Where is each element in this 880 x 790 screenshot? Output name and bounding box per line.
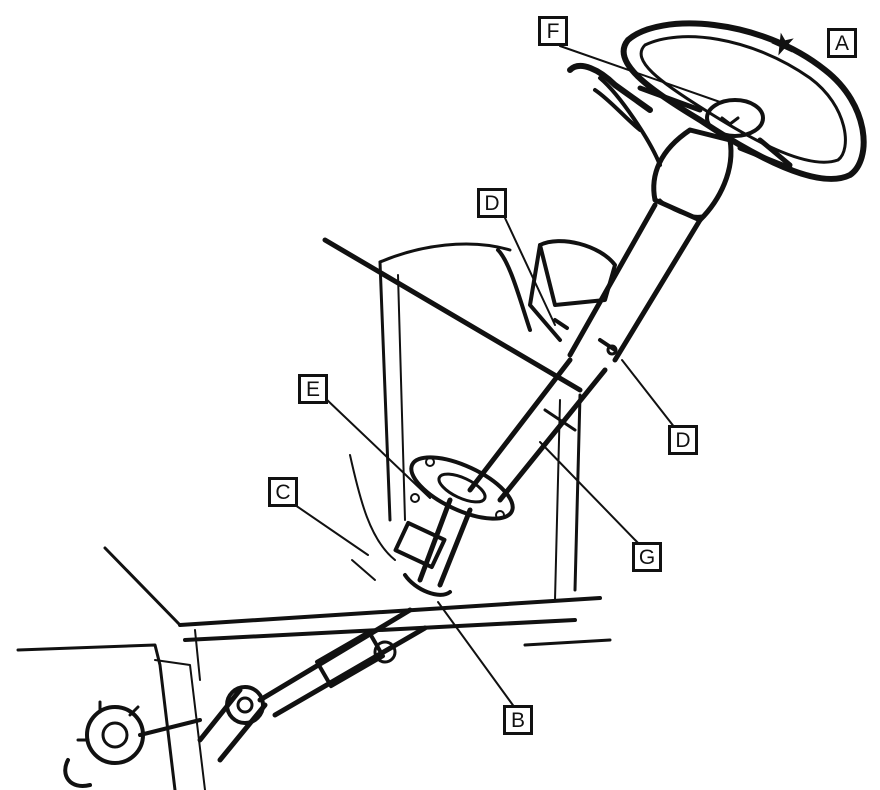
- intermediate-shaft: [393, 497, 473, 597]
- callout-e: E: [298, 374, 328, 404]
- steering-wheel: [620, 20, 867, 182]
- callout-d-upper: D: [477, 188, 507, 218]
- leader-lines: [294, 45, 721, 709]
- column-mounting-bracket: [496, 239, 618, 356]
- steering-gear: [63, 700, 202, 788]
- callout-c: C: [268, 477, 298, 507]
- callout-g: G: [632, 542, 662, 572]
- dash-panel: [322, 237, 583, 601]
- turn-signal-lever: [567, 63, 793, 171]
- toe-plate: [409, 455, 515, 521]
- callout-d-lower: D: [668, 425, 698, 455]
- callout-a: A: [827, 28, 857, 58]
- callout-b: B: [503, 705, 533, 735]
- callout-f: F: [538, 16, 568, 46]
- lower-steering-shaft: [197, 607, 428, 763]
- column-jacket-upper: [567, 127, 734, 363]
